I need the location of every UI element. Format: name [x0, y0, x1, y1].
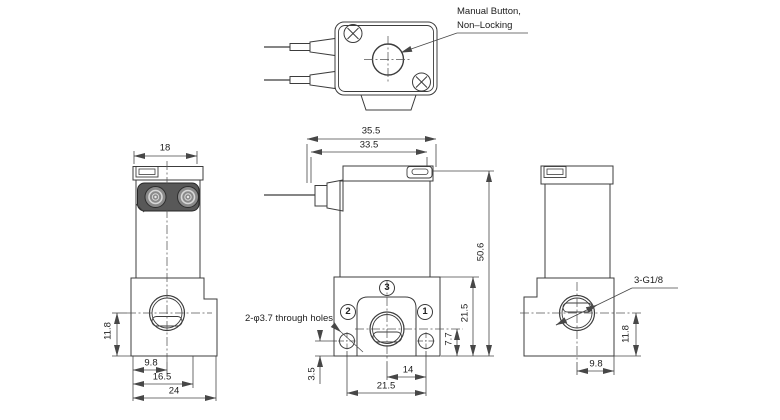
dim-center-cap-width: 33.5 [359, 139, 379, 151]
left-cap-tab-inner [138, 168, 156, 175]
left-chamfer [135, 203, 145, 213]
manual-button-leader [400, 32, 528, 53]
dim-left-port-x: 9.8 [144, 357, 158, 369]
left-centerlines [127, 161, 212, 362]
port-number-2: 2 [340, 304, 356, 320]
right-cap-tab [543, 166, 567, 178]
dim-left-port-height: 11.8 [102, 322, 114, 340]
left-view [112, 151, 218, 401]
dim-center-hole-offset: 3.5 [306, 367, 318, 381]
through-holes-note: 2-φ3.7 through holes [245, 313, 334, 324]
terminal-pin-left-icon [144, 186, 167, 208]
screw-bottom-right-icon [412, 72, 431, 92]
thread-leader [555, 287, 678, 326]
dim-center-overall-width: 35.5 [361, 125, 381, 137]
center-base-block [333, 276, 441, 357]
dim-center-port-to-hole: 14 [402, 364, 414, 376]
top-view-outer-body [334, 21, 438, 96]
center-cap-tab-inner [411, 168, 429, 175]
left-cap [132, 166, 204, 181]
dim-center-port-height: 7.7 [443, 332, 455, 346]
center-cap [342, 165, 434, 182]
top-view [264, 21, 528, 111]
dim-center-overall-height: 50.6 [475, 242, 487, 262]
right-centerlines [520, 282, 641, 362]
manual-button-label-line1: Manual Button, [457, 6, 521, 17]
center-view [264, 136, 494, 396]
mounting-hole-right [417, 332, 435, 350]
center-port-boss [356, 296, 417, 356]
top-view-centerlines [364, 36, 412, 84]
left-dimensions [112, 151, 217, 401]
left-base-block [130, 277, 218, 357]
right-dimensions [576, 312, 641, 375]
right-base-block [523, 277, 615, 357]
dim-right-port-height: 11.8 [620, 325, 632, 343]
port-number-3: 3 [379, 280, 395, 296]
dim-left-base-width: 24 [168, 385, 180, 397]
thread-note: 3-G1/8 [634, 275, 664, 286]
mounting-hole-left [338, 332, 356, 350]
screw-top-left-icon [343, 24, 363, 43]
right-view [520, 165, 678, 375]
top-view-inner-body [338, 25, 434, 92]
manual-button-label-line2: Non–Locking [457, 20, 513, 31]
dim-center-hole-pitch: 21.5 [376, 380, 396, 392]
center-coil-body [339, 180, 431, 278]
center-dimensions [306, 136, 494, 396]
center-cap-tab [406, 166, 433, 179]
dim-center-base-height: 21.5 [459, 303, 471, 323]
left-cap-tab [135, 166, 159, 178]
dim-right-port-x: 9.8 [589, 358, 603, 370]
dim-left-top-width: 18 [159, 142, 171, 154]
right-cap-tab-inner [546, 168, 564, 175]
lead-wire-side [264, 179, 344, 212]
top-view-bottom-tab [360, 94, 417, 111]
terminal-pin-right-icon [177, 186, 199, 208]
port-number-1: 1 [417, 304, 433, 320]
lead-wires-top [264, 37, 336, 90]
dim-left-mid-width: 16.5 [152, 371, 172, 383]
right-coil-body [544, 183, 611, 279]
